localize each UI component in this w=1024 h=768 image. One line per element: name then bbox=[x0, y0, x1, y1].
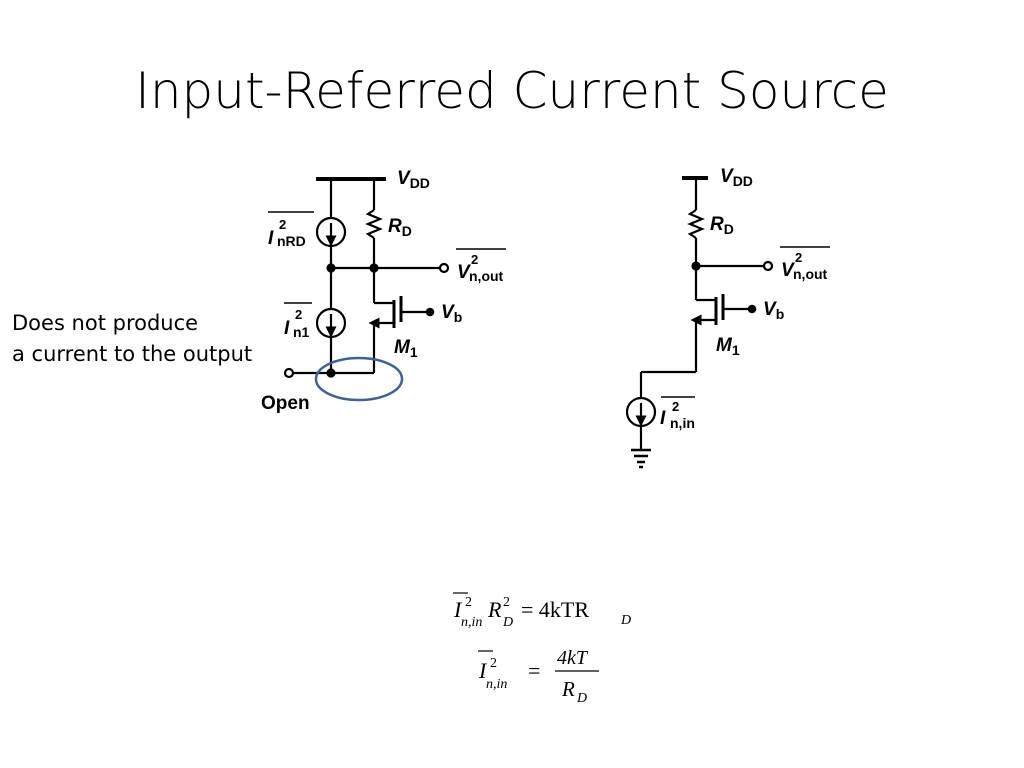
equation-1: I 2 n,in R 2 D = 4kTR D bbox=[453, 592, 631, 630]
svg-text:2: 2 bbox=[503, 595, 510, 610]
left-in1-label: I 2 n1 bbox=[284, 302, 312, 340]
right-rd-label: RD bbox=[710, 214, 734, 237]
annotation-note: Does not produce a current to the output bbox=[12, 308, 252, 370]
right-m1-label: M1 bbox=[716, 335, 740, 358]
note-line-1: Does not produce bbox=[12, 311, 199, 335]
svg-text:4kT: 4kT bbox=[557, 647, 589, 669]
left-vout-label: V 2 n,out bbox=[456, 248, 506, 284]
left-open-terminal bbox=[283, 367, 295, 379]
svg-text:=: = bbox=[528, 658, 540, 683]
left-vb-label: Vb bbox=[441, 302, 462, 325]
left-circuit bbox=[283, 177, 450, 379]
left-vout-terminal bbox=[438, 262, 450, 274]
svg-text:V: V bbox=[781, 260, 795, 281]
svg-text:D: D bbox=[576, 691, 587, 706]
page-title: Input-Referred Current Source bbox=[135, 62, 889, 120]
left-vdd-label: VDD bbox=[397, 168, 430, 191]
svg-text:2: 2 bbox=[490, 656, 497, 671]
svg-text:2: 2 bbox=[471, 252, 478, 267]
svg-text:n1: n1 bbox=[293, 324, 310, 340]
svg-text:n,out: n,out bbox=[469, 268, 504, 284]
svg-text:I: I bbox=[268, 228, 274, 249]
right-vb-label: Vb bbox=[763, 299, 784, 322]
note-line-2: a current to the output bbox=[12, 342, 253, 366]
left-inrd-label: I 2 nRD bbox=[268, 211, 314, 249]
svg-text:= 4kTR: = 4kTR bbox=[521, 597, 589, 622]
right-circuit bbox=[625, 176, 774, 469]
svg-text:2: 2 bbox=[795, 250, 802, 265]
equation-2: I 2 n,in = 4kT R D bbox=[478, 647, 599, 706]
right-vout-label: V 2 n,out bbox=[780, 246, 830, 282]
svg-text:2: 2 bbox=[672, 399, 679, 414]
left-open-label: Open bbox=[261, 393, 310, 414]
right-inin-label: I 2 n,in bbox=[660, 396, 695, 431]
left-rd-resistor bbox=[365, 209, 383, 239]
svg-text:I: I bbox=[284, 318, 290, 339]
svg-text:I: I bbox=[453, 597, 463, 622]
svg-text:R: R bbox=[561, 677, 575, 701]
svg-text:R: R bbox=[487, 597, 502, 622]
highlight-ellipse bbox=[314, 356, 404, 402]
svg-text:nRD: nRD bbox=[277, 233, 306, 249]
svg-text:D: D bbox=[620, 613, 631, 628]
right-vdd-label: VDD bbox=[720, 166, 753, 189]
left-m1-label: M1 bbox=[394, 337, 418, 360]
right-vout-terminal bbox=[762, 260, 774, 272]
svg-text:V: V bbox=[457, 262, 471, 283]
right-rd-resistor bbox=[687, 209, 705, 239]
left-rd-label: RD bbox=[388, 216, 412, 239]
svg-text:2: 2 bbox=[465, 595, 472, 610]
svg-text:2: 2 bbox=[279, 217, 286, 232]
svg-text:n,in: n,in bbox=[461, 615, 482, 630]
svg-text:n,in: n,in bbox=[486, 677, 507, 692]
svg-text:n,out: n,out bbox=[793, 266, 828, 282]
svg-text:n,in: n,in bbox=[670, 415, 695, 431]
svg-text:2: 2 bbox=[295, 307, 302, 322]
svg-text:D: D bbox=[502, 615, 513, 630]
svg-text:I: I bbox=[478, 658, 488, 683]
svg-text:I: I bbox=[660, 408, 666, 429]
